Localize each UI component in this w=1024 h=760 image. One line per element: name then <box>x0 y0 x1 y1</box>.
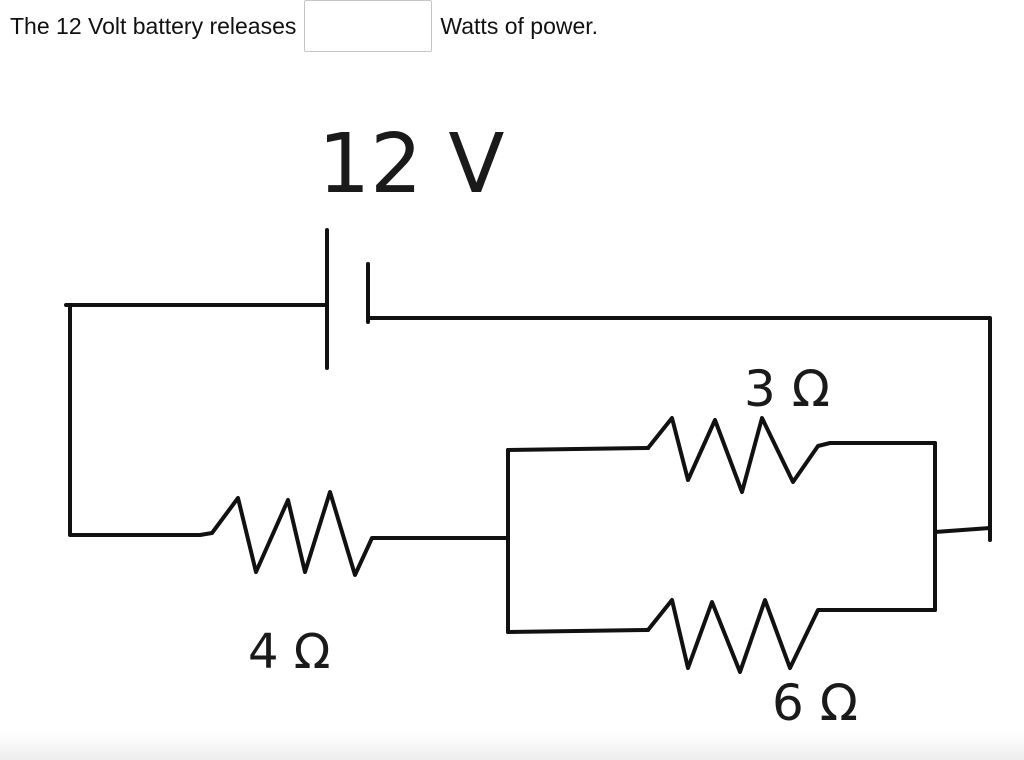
bottom-fade <box>0 732 1024 760</box>
battery-label: 12 V <box>318 117 505 212</box>
question-sentence: The 12 Volt battery releases Watts of po… <box>10 0 598 52</box>
wire-right-join <box>933 526 992 534</box>
resistor-3-ohm <box>646 416 937 494</box>
question-suffix: Watts of power. <box>440 12 599 39</box>
wire-bottom-branch <box>506 628 650 634</box>
wire-top-branch <box>506 446 650 452</box>
resistor-4-ohm-label: 4 Ω <box>248 624 330 680</box>
question-prefix: The 12 Volt battery releases <box>10 12 297 39</box>
resistor-6-ohm-label: 6 Ω <box>772 674 858 732</box>
answer-input[interactable] <box>304 0 433 52</box>
resistor-6-ohm <box>646 598 937 674</box>
battery-symbol <box>325 228 370 370</box>
resistor-4-ohm <box>198 490 510 577</box>
wire-top-right <box>366 316 992 542</box>
resistor-3-ohm-label: 3 Ω <box>744 360 830 418</box>
wire-left-down <box>68 303 202 537</box>
